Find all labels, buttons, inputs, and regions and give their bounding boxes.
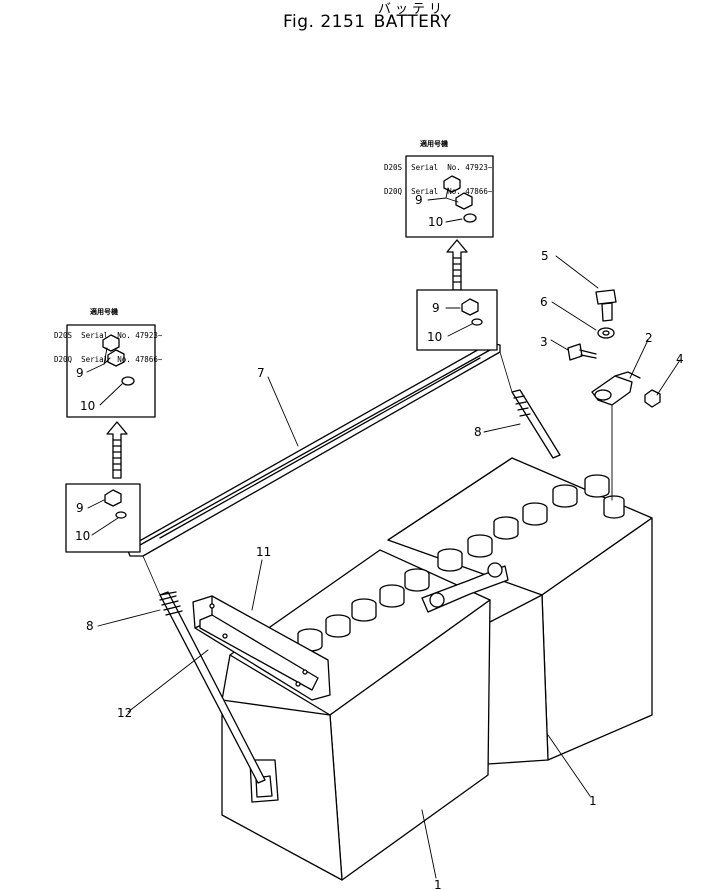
callout-rod-left: 8 bbox=[86, 619, 94, 633]
serial-note-heading: 適用号機 bbox=[90, 308, 118, 316]
detail-box-lower-right bbox=[416, 289, 498, 351]
title-kana: バッテリ bbox=[378, 2, 447, 17]
serial-note-line: D20S Serial No. 47923~ bbox=[384, 163, 493, 172]
serial-note-line: D20S Serial No. 47923~ bbox=[54, 331, 163, 340]
clamp-nut bbox=[644, 389, 661, 408]
serial-note-left: 適用号機 D20S Serial No. 47923~ D20Q Serial … bbox=[54, 292, 162, 372]
callout-terminal-bolt: 5 bbox=[541, 249, 549, 263]
terminal-clamp bbox=[591, 371, 641, 406]
callout-clamp-nut: 4 bbox=[676, 352, 684, 366]
callout-washer-lower-right: 10 bbox=[427, 330, 442, 344]
callout-battery-a: 1 bbox=[434, 878, 442, 890]
box-hardware bbox=[102, 175, 483, 519]
terminal-bolt bbox=[595, 289, 617, 322]
callout-bracket-plate: 12 bbox=[117, 706, 132, 720]
callout-hold-down-bar: 7 bbox=[257, 366, 265, 380]
battery-connector bbox=[421, 562, 509, 613]
bracket bbox=[192, 595, 331, 701]
callout-bracket: 11 bbox=[256, 545, 271, 559]
figure-name: BATTERY bbox=[373, 12, 452, 32]
clamp-bolt bbox=[567, 343, 597, 361]
callout-rod-right: 8 bbox=[474, 425, 482, 439]
serial-note-right: 適用号機 D20S Serial No. 47923~ D20Q Serial … bbox=[384, 124, 492, 204]
callout-washer-lower-left: 10 bbox=[75, 529, 90, 543]
callout-washer-top-right: 10 bbox=[428, 215, 443, 229]
leader-lines bbox=[86, 187, 681, 879]
detail-box-lower-left bbox=[65, 483, 141, 553]
rod-right bbox=[499, 351, 561, 459]
figure-title: Fig. 2151 BATTERY bbox=[283, 12, 451, 32]
callout-washer: 6 bbox=[540, 295, 548, 309]
detail-box-top-right bbox=[405, 155, 494, 238]
arrow-right bbox=[446, 239, 468, 291]
callout-nut-top-right: 9 bbox=[415, 193, 423, 207]
callout-nut-lower-left: 9 bbox=[76, 501, 84, 515]
callout-nut-lower-right: 9 bbox=[432, 301, 440, 315]
callout-clamp-bolt: 3 bbox=[540, 335, 548, 349]
arrow-left bbox=[106, 421, 128, 479]
callout-terminal-clamp: 2 bbox=[645, 331, 653, 345]
serial-note-line: D20Q Serial No. 47866~ bbox=[54, 355, 163, 364]
callout-battery-b: 1 bbox=[589, 794, 597, 808]
serial-note-line: D20Q Serial No. 47866~ bbox=[384, 187, 493, 196]
terminal-washer bbox=[597, 327, 615, 339]
callout-nut-top-left: 9 bbox=[76, 366, 84, 380]
callout-washer-top-left: 10 bbox=[80, 399, 95, 413]
rod-left bbox=[142, 555, 266, 784]
figure-number: Fig. 2151 bbox=[283, 12, 366, 32]
serial-note-heading: 適用号機 bbox=[420, 140, 448, 148]
